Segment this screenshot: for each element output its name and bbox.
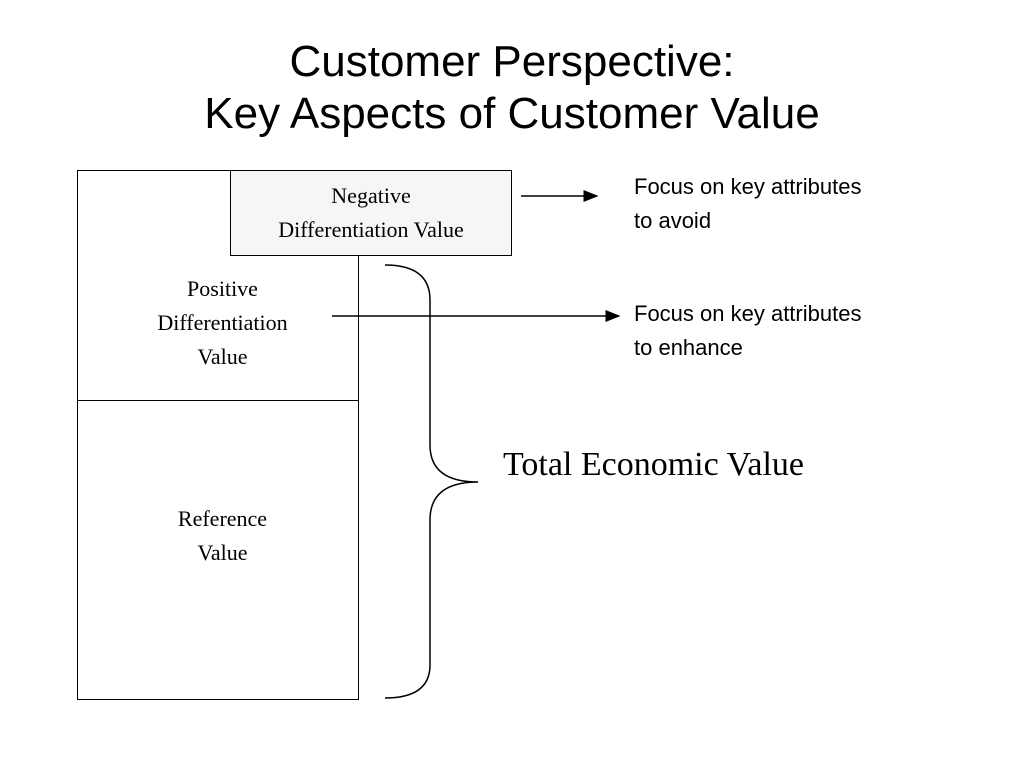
total-economic-value-label: Total Economic Value — [503, 446, 805, 483]
title-line-2: Key Aspects of Customer Value — [204, 89, 820, 138]
slide-title: Customer Perspective: Key Aspects of Cus… — [0, 36, 1024, 140]
focus-avoid-text: Focus on key attributes to avoid — [634, 170, 974, 238]
positive-differentiation-label: Positive Differentiation Value — [120, 272, 325, 374]
title-line-1: Customer Perspective: — [289, 37, 735, 86]
negative-differentiation-box: Negative Differentiation Value — [230, 170, 512, 256]
value-stack-box — [77, 170, 359, 700]
positive-label-line-3: Value — [197, 344, 248, 369]
reference-label-line-1: Reference — [177, 506, 268, 531]
reference-label-line-2: Value — [197, 540, 248, 565]
focus-avoid-line-1: Focus on key attributes — [634, 174, 862, 199]
positive-label-line-1: Positive — [187, 276, 258, 301]
reference-value-label: Reference Value — [120, 502, 325, 570]
total-value-brace — [384, 264, 479, 699]
positive-label-line-2: Differentiation — [157, 310, 288, 335]
negative-label-line-1: Negative — [331, 183, 411, 208]
negative-label-line-2: Differentiation Value — [278, 217, 464, 242]
focus-avoid-line-2: to avoid — [634, 208, 712, 233]
stack-divider — [77, 400, 359, 401]
focus-enhance-line-1: Focus on key attributes — [634, 301, 862, 326]
focus-enhance-line-2: to enhance — [634, 335, 743, 360]
focus-enhance-text: Focus on key attributes to enhance — [634, 297, 974, 365]
